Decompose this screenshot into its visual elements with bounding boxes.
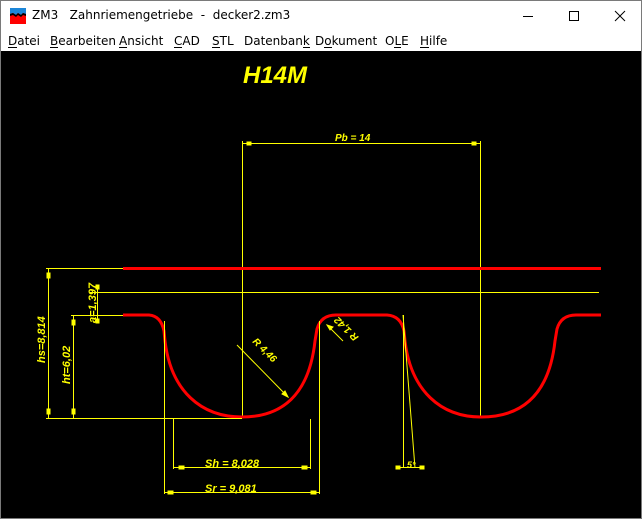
menu-bearbeiten[interactable]: Bearbeiten	[50, 34, 116, 48]
belt-tooth-profile	[123, 313, 601, 419]
profile-title: H14M	[243, 62, 308, 89]
pitch-label: Pb = 14	[335, 133, 371, 144]
a-label: a=1,397	[87, 282, 99, 323]
belt-profile-drawing: H14M Pb = 14 hs=8,814	[36, 62, 601, 495]
close-icon	[614, 10, 626, 22]
mnemonic-underline	[174, 47, 183, 48]
mnemonic-underline	[302, 47, 310, 48]
hs-label: hs=8,814	[36, 316, 48, 363]
title-bar[interactable]: ZM3 Zahnriemengetriebe - decker2.zm3	[1, 1, 641, 31]
menu-dokument[interactable]: Dokument	[315, 34, 377, 48]
document-title: Zahnriemengetriebe - decker2.zm3	[69, 8, 291, 22]
minimize-icon	[523, 16, 533, 17]
menu-label: Datei	[8, 34, 41, 48]
window-title: ZM3 Zahnriemengetriebe - decker2.zm3	[32, 8, 290, 22]
drawing-canvas[interactable]: H14M Pb = 14 hs=8,814	[1, 51, 641, 518]
radius-small-leader	[325, 324, 344, 342]
sh-label: Sh = 8,028	[205, 458, 260, 470]
menu-datei[interactable]: Datei	[8, 34, 40, 48]
radius-large-label: R 4,46	[250, 336, 279, 365]
menu-hilfe[interactable]: Hilfe	[420, 34, 447, 48]
menu-label: OLE	[385, 34, 409, 48]
mnemonic-underline	[394, 47, 402, 48]
mnemonic-underline	[8, 47, 18, 48]
menu-label: Dokument	[315, 34, 378, 48]
angle-label: 5°	[407, 460, 416, 470]
menu-label: STL	[212, 34, 234, 48]
app-logo-icon	[10, 8, 26, 24]
angle-dimension	[395, 314, 425, 470]
radius-large-leader	[236, 344, 290, 399]
mnemonic-underline	[212, 47, 220, 48]
pitch-dimension	[242, 141, 481, 418]
ht-label: ht=6,02	[61, 346, 73, 384]
menu-datenbank[interactable]: Datenbank	[244, 34, 310, 48]
menu-label: CAD	[174, 34, 200, 48]
radius-small-label: R 1,42	[332, 314, 361, 343]
close-button[interactable]	[597, 1, 642, 31]
mnemonic-underline	[50, 47, 59, 48]
mnemonic-underline	[119, 47, 128, 48]
sh-sr-dimensions	[164, 321, 320, 495]
menu-ole[interactable]: OLE	[385, 34, 409, 48]
hs-dimension	[46, 268, 242, 419]
maximize-button[interactable]	[551, 1, 597, 31]
sr-label: Sr = 9,081	[205, 483, 257, 495]
a-dimension	[95, 284, 100, 324]
maximize-icon	[569, 11, 579, 21]
app-short-name: ZM3	[32, 8, 59, 22]
mnemonic-underline	[324, 47, 332, 48]
menu-cad[interactable]: CAD	[174, 34, 200, 48]
mnemonic-underline	[420, 47, 430, 48]
menu-label: Bearbeiten	[50, 34, 116, 48]
ht-dimension	[71, 315, 123, 419]
menu-label: Hilfe	[420, 34, 448, 48]
menu-label: Ansicht	[119, 34, 164, 48]
menu-ansicht[interactable]: Ansicht	[119, 34, 163, 48]
menu-label: Datenbank	[244, 34, 310, 48]
menu-bar: Datei Bearbeiten Ansicht CAD STL Datenba…	[1, 31, 641, 51]
menu-stl[interactable]: STL	[212, 34, 234, 48]
minimize-button[interactable]	[505, 1, 551, 31]
